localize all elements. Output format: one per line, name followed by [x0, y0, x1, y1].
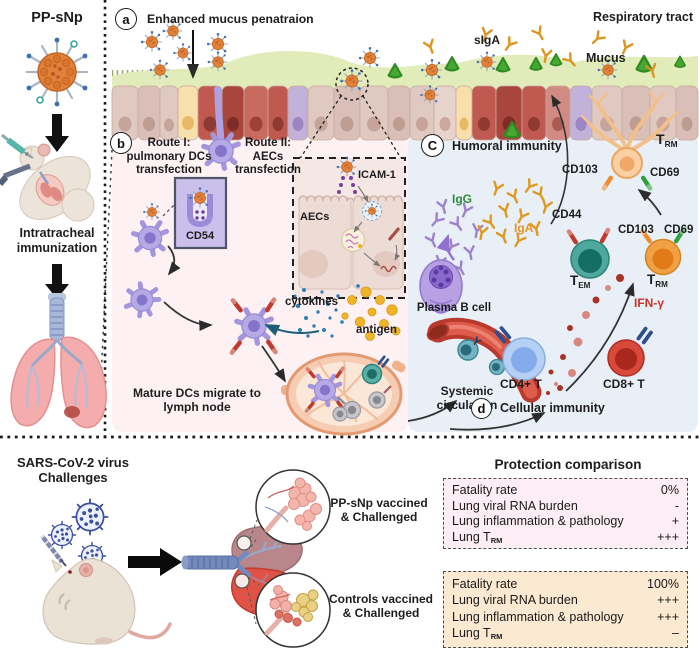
- intratracheal-caption: Intratracheal immunization: [16, 226, 98, 255]
- alveoli-magnifier-bottom: [255, 572, 331, 648]
- cd103-mid-label: CD103: [618, 224, 654, 236]
- protection-value: +: [671, 514, 679, 528]
- panel-a-badge: a: [115, 8, 137, 30]
- alveoli-magnifier-top: [255, 469, 331, 545]
- mature-dc-caption: Mature DCs migrate to lymph node: [132, 386, 262, 415]
- t-cells-illustration: [493, 188, 686, 395]
- lungs-illustration: [10, 293, 107, 429]
- protection-value: -: [674, 498, 679, 513]
- trm-mid-label: TRM: [647, 272, 668, 289]
- protection-row: Lung inflammation & pathology+++: [452, 609, 679, 624]
- protection-value: 0%: [660, 483, 679, 497]
- protection-row: Lung viral RNA burden-: [452, 498, 679, 513]
- plasma-b-cell-illustration: [419, 233, 463, 314]
- cytokines-label: cytokines: [285, 296, 339, 308]
- panel-c-badge: C: [421, 134, 444, 157]
- pp-snp-nanoparticle: [25, 37, 89, 107]
- respiratory-tract-label: Respiratory tract: [592, 10, 693, 24]
- igg-label: IgG: [452, 192, 472, 206]
- siga-label: sIgA: [474, 33, 501, 47]
- iga-label: IgA: [514, 221, 534, 235]
- control-label: Controls vaccined & Challenged: [328, 592, 434, 621]
- aec-transfection-inset: [292, 156, 406, 299]
- cd69-mid-label: CD69: [664, 224, 694, 236]
- protection-value: 100%: [647, 576, 679, 591]
- aecs-label: AECs: [300, 211, 330, 223]
- protection-value: –: [672, 626, 679, 640]
- cytokine-antigen-illustration: [264, 286, 401, 341]
- panel-b-badge: b: [110, 132, 132, 154]
- protection-row: Lung TRM–: [452, 626, 679, 642]
- sars-challenge-title: SARS-CoV-2 virus Challenges: [17, 455, 129, 486]
- mouse-immunization-illustration: [0, 133, 95, 222]
- ifn-gamma-dots: [546, 274, 624, 395]
- ifn-gamma-label: IFN-γ: [634, 296, 664, 310]
- cd44-label: CD44: [552, 209, 582, 221]
- challenge-mouse-illustration: [40, 534, 172, 645]
- tem-label: TEM: [570, 273, 591, 290]
- protection-value: +++: [657, 609, 679, 624]
- icam1-label: ICAM-1: [358, 169, 396, 181]
- cd69-top-label: CD69: [650, 167, 680, 179]
- trm-top-label: TRM: [656, 131, 678, 149]
- cd103-top-label: CD103: [562, 164, 598, 176]
- route2-label: Route II: AECs transfection: [235, 137, 301, 177]
- protection-value: +++: [657, 529, 679, 544]
- protection-row: Lung viral RNA burden+++: [452, 593, 679, 607]
- protection-row: Lung TRM+++: [452, 529, 679, 545]
- cd4-label: CD4+ T: [500, 377, 542, 391]
- humoral-immunity-title: Humoral immunity: [452, 139, 562, 153]
- protection-value: +++: [657, 593, 679, 607]
- panel-a-caption: Enhanced mucus penatraion: [147, 12, 314, 26]
- protection-row: Lung inflammation & pathology+: [452, 514, 679, 528]
- right-arrow-icon: [128, 548, 182, 576]
- pp-snp-title: PP-sNp: [31, 10, 83, 26]
- cellular-immunity-title: Cellular immunity: [500, 401, 605, 415]
- cd54-label: CD54: [185, 230, 215, 242]
- panel-d-badge: d: [471, 398, 492, 419]
- mucus-label: Mucus: [586, 51, 626, 65]
- lymph-node-illustration: [281, 352, 406, 436]
- trm-resident-cell-illustration: [580, 90, 680, 192]
- route1-label: Route I: pulmonary DCs transfection: [126, 137, 212, 177]
- dc-route-illustration: [122, 135, 286, 383]
- plasma-b-label: Plasma B cell: [416, 302, 492, 314]
- down-arrow-icon: [45, 114, 69, 152]
- protection-title: Protection comparison: [494, 457, 642, 472]
- antigen-label: antigen: [356, 324, 397, 336]
- epithelium-illustration: [111, 20, 699, 161]
- down-arrow-icon: [45, 264, 69, 299]
- cd8-label: CD8+ T: [603, 377, 645, 391]
- vaccinated-label: PP-sNp vaccined & Challenged: [330, 496, 428, 525]
